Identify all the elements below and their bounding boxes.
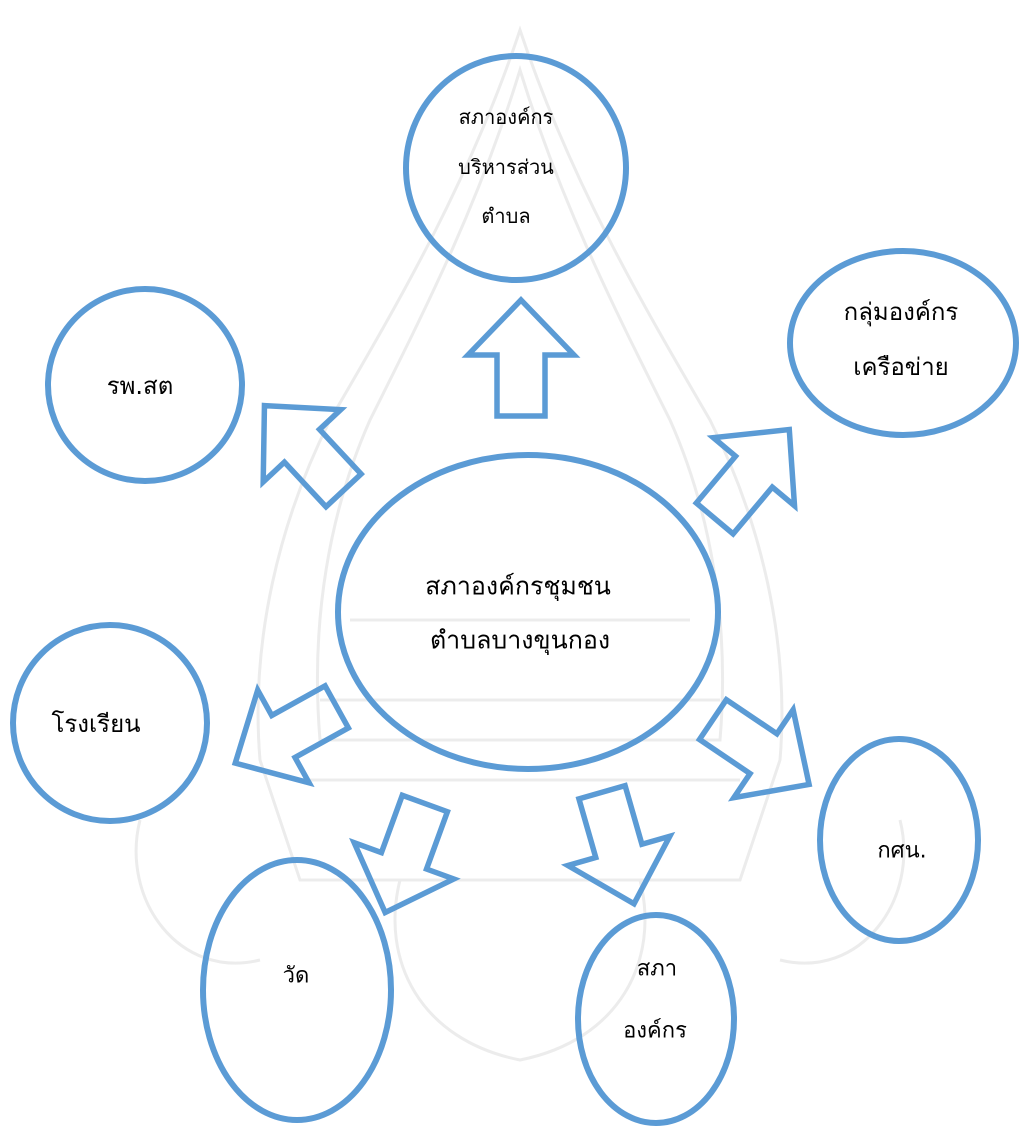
center-label: สภาองค์กรชุมชน ตำบลบางขุนกอง (425, 572, 611, 656)
node-label-line: สภา (637, 957, 677, 982)
center-ellipse (335, 452, 721, 772)
node-circle-tao (403, 53, 629, 283)
node-circle-temple (200, 857, 394, 1123)
node-circle-nfe (817, 736, 981, 944)
center-label-line: ตำบลบางขุนกอง (430, 626, 610, 656)
node-label-line: เครือข่าย (853, 353, 949, 381)
arrow-to-health-center (260, 402, 365, 511)
node-label-temple: วัด (283, 964, 310, 989)
node-label-network: กลุ่มองค์กร เครือข่าย (844, 298, 959, 381)
center-label-line: สภาองค์กรชุมชน (425, 572, 611, 602)
node-circle-health-center (45, 286, 245, 484)
node-circle-council (575, 912, 737, 1126)
node-label-council: สภา องค์กร (623, 957, 687, 1044)
arrow-to-tao (461, 296, 581, 419)
arrow-to-school (231, 682, 353, 788)
node-label-line: กลุ่มองค์กร (844, 298, 959, 327)
node-label-health-center: รพ.สต (107, 372, 174, 400)
node-label-nfe: กศน. (877, 839, 926, 864)
node-circle-network (787, 248, 1019, 438)
watermark-seal (134, 25, 906, 1062)
node-label-tao: สภาองค์กร บริหารส่วน ตำบล (458, 105, 554, 228)
arrow-to-council (560, 782, 676, 908)
node-label-line: องค์กร (623, 1019, 687, 1044)
node-label-line: สภาองค์กร (459, 105, 554, 129)
node-circle-school (10, 622, 210, 824)
arrow-to-network (692, 426, 798, 538)
arrow-to-temple (349, 791, 461, 917)
node-label-line: ตำบล (481, 204, 530, 228)
node-label-line: บริหารส่วน (458, 155, 554, 179)
arrow-to-nfe (695, 695, 813, 802)
node-label-school: โรงเรียน (51, 710, 140, 738)
